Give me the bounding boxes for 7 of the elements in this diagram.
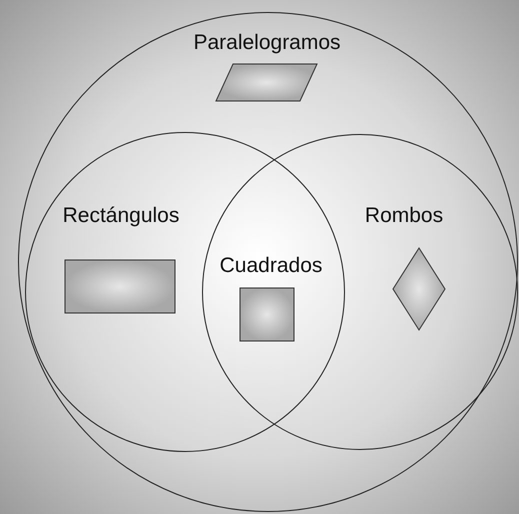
set-circle xyxy=(18,12,518,512)
set-label: Rombos xyxy=(364,204,444,228)
set-circle xyxy=(25,132,345,452)
set-label: Paralelogramos xyxy=(193,31,341,55)
set-label: Rectángulos xyxy=(62,204,180,228)
set-circle xyxy=(202,134,518,450)
set-label: Cuadrados xyxy=(220,254,322,278)
